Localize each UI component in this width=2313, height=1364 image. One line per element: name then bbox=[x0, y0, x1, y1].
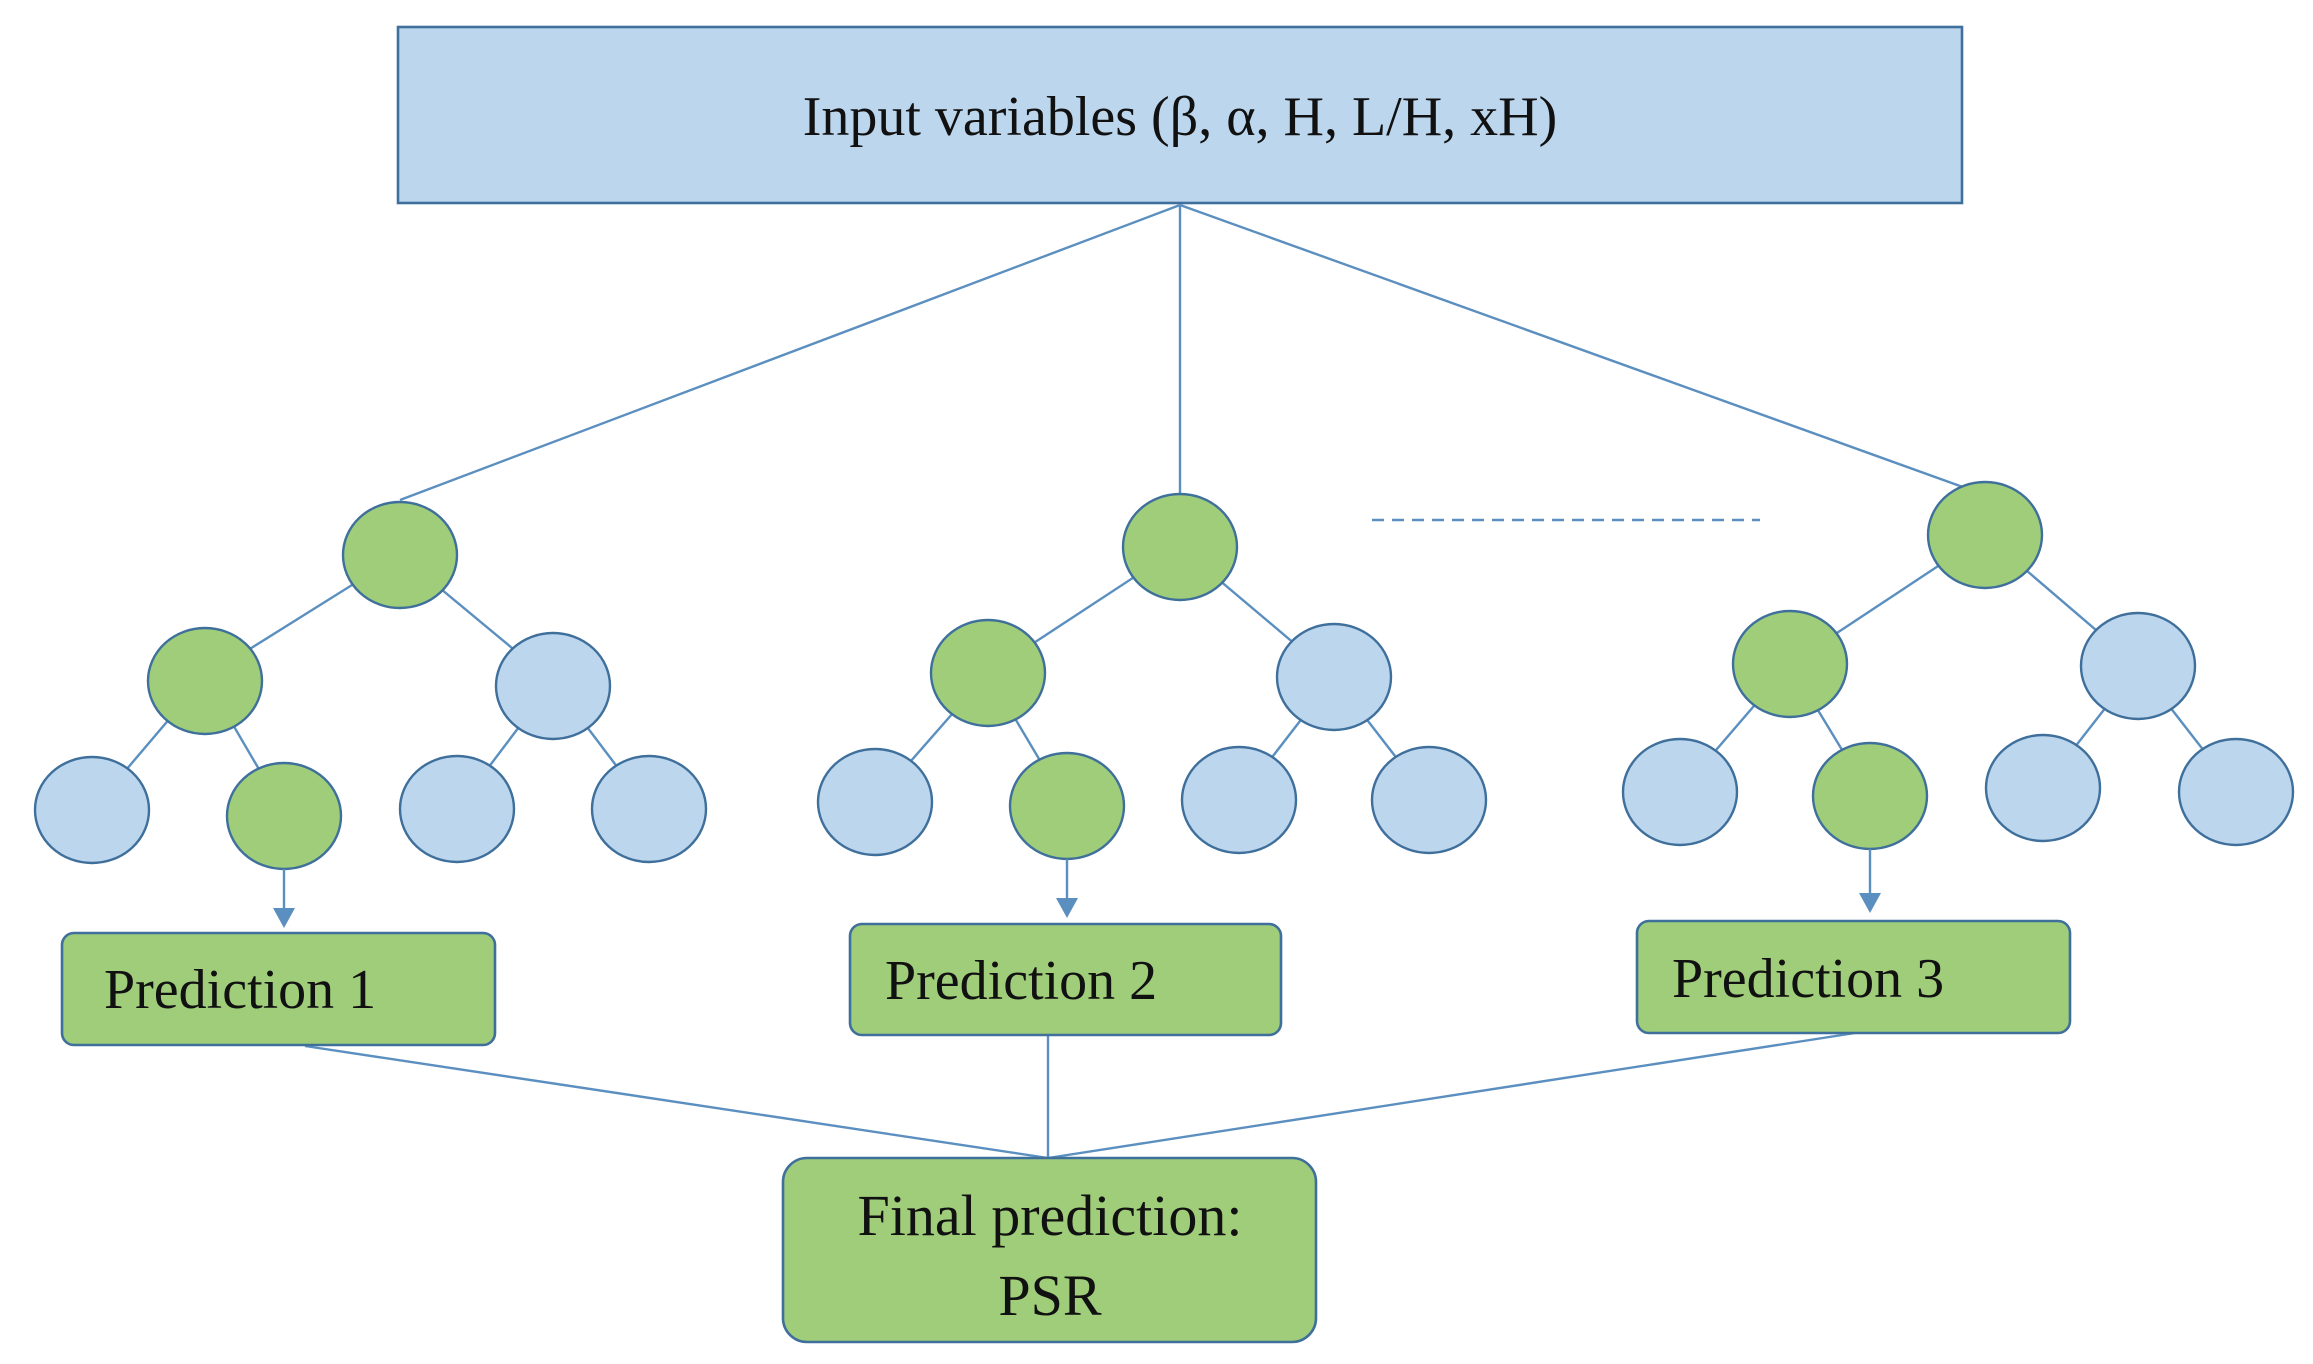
input-box-label: Input variables (β, α, H, L/H, xH) bbox=[803, 86, 1558, 148]
tree-2 bbox=[816, 492, 1488, 918]
tree-2-leaf-3 bbox=[1180, 745, 1298, 855]
tree-3-arrow-head bbox=[1859, 893, 1881, 913]
tree-3-leaf-4 bbox=[2177, 737, 2295, 847]
input-connectors bbox=[399, 203, 1986, 502]
tree-1-leaf-4 bbox=[590, 754, 708, 864]
tree-1-root-node bbox=[341, 500, 459, 610]
final-prediction-line1: Final prediction: bbox=[858, 1183, 1243, 1248]
prediction-connectors bbox=[304, 1031, 1856, 1160]
prediction-box-1: Prediction 1 bbox=[60, 931, 497, 1047]
tree-1-leaf-3 bbox=[398, 754, 516, 864]
tree-1-leaf-2 bbox=[225, 761, 343, 871]
prediction-1-label: Prediction 1 bbox=[104, 959, 376, 1021]
tree-3-leaf-3 bbox=[1984, 733, 2102, 843]
prediction-2-label: Prediction 2 bbox=[885, 950, 1157, 1012]
tree-1-right-node bbox=[494, 631, 612, 741]
input-to-tree-3 bbox=[1179, 203, 1986, 497]
tree-2-right-node bbox=[1275, 622, 1393, 732]
final-prediction-box: Final prediction: PSR bbox=[781, 1156, 1318, 1344]
prediction-3-label: Prediction 3 bbox=[1672, 948, 1944, 1010]
prediction-box-3: Prediction 3 bbox=[1635, 919, 2072, 1035]
input-box: Input variables (β, α, H, L/H, xH) bbox=[396, 25, 1964, 205]
tree-2-leaf-1 bbox=[816, 747, 934, 857]
tree-2-arrow-head bbox=[1056, 898, 1078, 918]
tree-2-root-node bbox=[1121, 492, 1239, 602]
final-prediction-line2: PSR bbox=[998, 1263, 1102, 1328]
prediction-box-2: Prediction 2 bbox=[848, 922, 1283, 1037]
tree-2-left-node bbox=[929, 618, 1047, 728]
tree-3-leaf-2 bbox=[1811, 741, 1929, 851]
tree-3-leaf-1 bbox=[1621, 737, 1739, 847]
tree-3-root-node bbox=[1926, 480, 2044, 590]
tree-2-leaf-4 bbox=[1370, 745, 1488, 855]
tree-3-left-node bbox=[1731, 609, 1849, 719]
prediction-3-to-final bbox=[1047, 1031, 1856, 1160]
tree-1 bbox=[33, 500, 708, 928]
tree-3-right-node bbox=[2079, 611, 2197, 721]
tree-1-left-node bbox=[146, 626, 264, 736]
input-to-tree-1 bbox=[399, 203, 1181, 502]
tree-1-leaf-1 bbox=[33, 755, 151, 865]
tree-3 bbox=[1621, 480, 2295, 913]
tree-1-arrow-head bbox=[273, 908, 295, 928]
tree-2-leaf-2 bbox=[1008, 751, 1126, 861]
prediction-1-to-final bbox=[304, 1044, 1049, 1160]
